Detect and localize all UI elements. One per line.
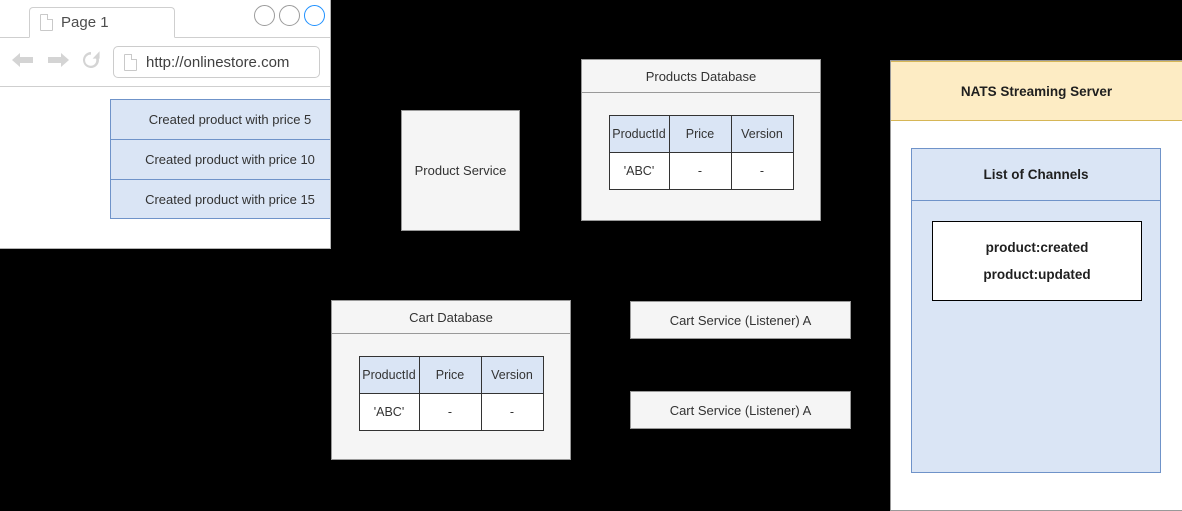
- table-row: 'ABC' - -: [358, 393, 544, 431]
- column-header-price: Price: [418, 356, 482, 394]
- browser-content: Created product with price 5 Created pro…: [0, 87, 330, 247]
- table-row: 'ABC' - -: [608, 152, 794, 190]
- browser-tab-page-1[interactable]: Page 1: [29, 7, 175, 38]
- page-icon: [124, 53, 137, 71]
- cell-productid: 'ABC': [358, 393, 420, 431]
- cart-database-title: Cart Database: [332, 301, 570, 334]
- event-list: Created product with price 5 Created pro…: [110, 99, 330, 219]
- cell-version: -: [480, 393, 544, 431]
- close-circle[interactable]: [304, 5, 325, 26]
- url-text: http://onlinestore.com: [146, 53, 290, 71]
- products-database-body: ProductId Price Version 'ABC' - -: [582, 93, 820, 190]
- nats-streaming-server-panel: NATS Streaming Server List of Channels p…: [890, 60, 1182, 511]
- nats-title: NATS Streaming Server: [891, 61, 1182, 121]
- cell-price: -: [418, 393, 482, 431]
- products-database-panel: Products Database ProductId Price Versio…: [581, 59, 821, 221]
- column-header-productid: ProductId: [358, 356, 420, 394]
- window-controls: [254, 5, 325, 26]
- product-service-label: Product Service: [414, 163, 507, 178]
- channel-item-product-created: product:created: [985, 240, 1089, 255]
- table-header-row: ProductId Price Version: [608, 115, 794, 153]
- browser-toolbar: http://onlinestore.com: [0, 38, 330, 87]
- cell-version: -: [730, 152, 794, 190]
- browser-window: Page 1: [0, 0, 331, 249]
- cart-service-listener-a-box-2: Cart Service (Listener) A: [630, 391, 851, 429]
- browser-tab-bar: Page 1: [0, 0, 330, 38]
- reload-icon[interactable]: [80, 49, 102, 76]
- column-header-productid: ProductId: [608, 115, 670, 153]
- page-icon: [40, 14, 53, 31]
- column-header-price: Price: [668, 115, 732, 153]
- list-item: Created product with price 15: [110, 179, 330, 219]
- table-header-row: ProductId Price Version: [358, 356, 544, 394]
- cart-service-label: Cart Service (Listener) A: [669, 402, 812, 418]
- list-item: Created product with price 10: [110, 139, 330, 179]
- cart-service-label: Cart Service (Listener) A: [669, 312, 812, 328]
- cell-price: -: [668, 152, 732, 190]
- cell-productid: 'ABC': [608, 152, 670, 190]
- back-arrow-icon[interactable]: [10, 50, 36, 75]
- cart-database-table: ProductId Price Version 'ABC' - -: [358, 356, 544, 431]
- cart-database-body: ProductId Price Version 'ABC' - -: [332, 334, 570, 431]
- cart-service-listener-a-box-1: Cart Service (Listener) A: [630, 301, 851, 339]
- cart-database-panel: Cart Database ProductId Price Version 'A…: [331, 300, 571, 460]
- forward-arrow-icon[interactable]: [45, 50, 71, 75]
- browser-tab-label: Page 1: [61, 14, 109, 31]
- list-of-channels-box: List of Channels product:created product…: [911, 148, 1161, 473]
- column-header-version: Version: [480, 356, 544, 394]
- products-database-title: Products Database: [582, 60, 820, 93]
- product-service-box: Product Service: [401, 110, 520, 231]
- column-header-version: Version: [730, 115, 794, 153]
- channel-list: product:created product:updated: [932, 221, 1142, 301]
- url-bar[interactable]: http://onlinestore.com: [113, 46, 320, 78]
- maximize-circle[interactable]: [279, 5, 300, 26]
- minimize-circle[interactable]: [254, 5, 275, 26]
- products-database-table: ProductId Price Version 'ABC' - -: [608, 115, 794, 190]
- list-item: Created product with price 5: [110, 99, 330, 139]
- channel-item-product-updated: product:updated: [983, 267, 1091, 282]
- list-of-channels-title: List of Channels: [912, 149, 1160, 201]
